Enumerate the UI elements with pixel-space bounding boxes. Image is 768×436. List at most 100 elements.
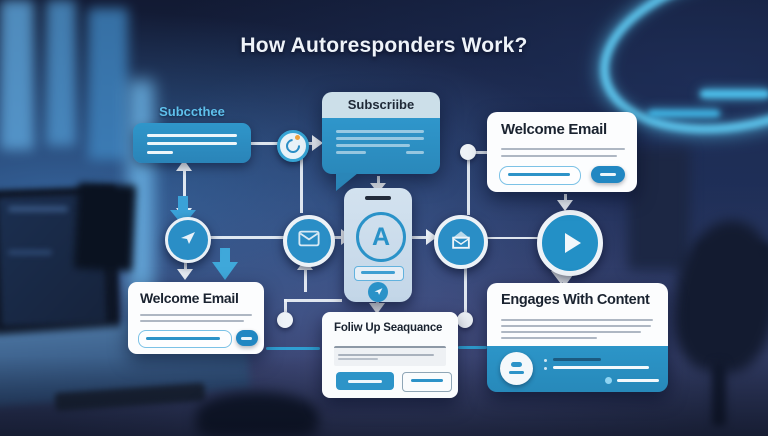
connector-horizontal (412, 236, 426, 239)
cabinet-silhouette (628, 148, 690, 270)
bubble-header: Subscriibe (322, 92, 440, 118)
text-line (501, 154, 617, 157)
text-line (147, 142, 237, 145)
engages-card-top: Engages With Content (487, 283, 668, 346)
connector-vertical (183, 259, 187, 271)
subscriber-label: Subccthee (159, 104, 225, 119)
text-line (336, 130, 424, 133)
text-line (617, 379, 659, 382)
paper-plane-icon (374, 283, 383, 301)
text-line (338, 358, 378, 360)
refresh-icon (283, 136, 303, 156)
action-button (236, 330, 258, 346)
connector-horizontal (482, 236, 539, 239)
connector-vertical (376, 176, 380, 184)
arrowhead-down (177, 269, 193, 280)
arrowhead-right (426, 229, 437, 245)
text-line (501, 148, 625, 151)
text-line (336, 137, 424, 140)
badge-letter: A (371, 222, 391, 251)
input-field (334, 346, 446, 366)
loop-node (277, 130, 309, 162)
connector-horizontal (474, 151, 487, 154)
connector-vertical (300, 158, 303, 213)
status-dot (605, 377, 612, 384)
refresh-dot (295, 135, 300, 140)
text-line (501, 319, 653, 322)
text-line (361, 271, 395, 274)
text-line (501, 325, 651, 328)
connector-vertical (467, 160, 470, 215)
text-line (509, 371, 524, 374)
phone-button-outline (354, 266, 404, 281)
text-line (338, 354, 434, 356)
monitor-ui-line (8, 250, 52, 255)
send-node (165, 217, 211, 263)
connector-vertical (563, 194, 567, 201)
text-line (501, 337, 597, 340)
engages-card-footer (487, 346, 668, 392)
connector-horizontal (251, 142, 278, 145)
text-line (411, 379, 443, 382)
list-dot (544, 359, 547, 362)
connector-vertical (183, 170, 186, 212)
text-line (406, 151, 424, 154)
page-title: How Autoresponders Work? (240, 34, 528, 57)
subscriber-box (133, 123, 251, 163)
text-line (146, 337, 220, 340)
subscribe-bubble: Subscriibe (322, 92, 440, 191)
bubble-tail (336, 173, 358, 191)
text-line (147, 134, 237, 137)
card-heading: Foliw Up Seaquance (334, 322, 443, 334)
arrowhead-up (176, 160, 192, 171)
avatar (500, 352, 533, 385)
connector-vertical (284, 299, 287, 312)
email-node (283, 215, 335, 267)
neon-streak (648, 110, 720, 117)
engages-card: Engages With Content (487, 283, 668, 392)
teal-arrow-shaft (220, 248, 230, 264)
text-line (241, 336, 252, 340)
text-line (147, 151, 173, 154)
junction-node (277, 312, 293, 328)
teal-arrow-shaft (178, 196, 188, 212)
connector-horizontal (305, 142, 313, 145)
action-button (591, 166, 625, 183)
arrowhead-down (369, 303, 385, 314)
teal-arrowhead-down (212, 262, 238, 280)
welcome-email-bottom-card: Welcome Email (128, 282, 264, 354)
window-panel (88, 8, 128, 160)
smartphone: A (344, 188, 412, 302)
list-dot (544, 367, 547, 370)
text-line (140, 314, 252, 317)
welcome-email-top-card: Welcome Email (487, 112, 637, 192)
speaker-slit (365, 196, 391, 200)
connector-horizontal (329, 235, 341, 239)
paper-plane-icon (180, 230, 196, 251)
primary-button (336, 372, 394, 390)
text-line (140, 320, 244, 323)
link-pill (138, 330, 232, 348)
phone-bottom-circle (368, 282, 388, 302)
neon-streak (700, 90, 768, 98)
teal-connector (458, 346, 487, 349)
connector-vertical (303, 270, 307, 292)
teal-connector (266, 347, 320, 350)
text-line (336, 151, 366, 154)
card-heading: Engages With Content (501, 292, 650, 308)
text-line (600, 173, 616, 176)
open-envelope-icon (449, 229, 473, 255)
connector-horizontal (205, 236, 285, 239)
follow-up-card: Foliw Up Seaquance (322, 312, 458, 398)
open-email-node (434, 215, 488, 269)
text-line (501, 331, 641, 334)
link-pill (499, 166, 581, 185)
connector-vertical (464, 263, 467, 312)
text-line (553, 358, 601, 361)
arrowhead-right (312, 135, 323, 151)
junction-node (460, 144, 476, 160)
window-panel (46, 0, 76, 146)
